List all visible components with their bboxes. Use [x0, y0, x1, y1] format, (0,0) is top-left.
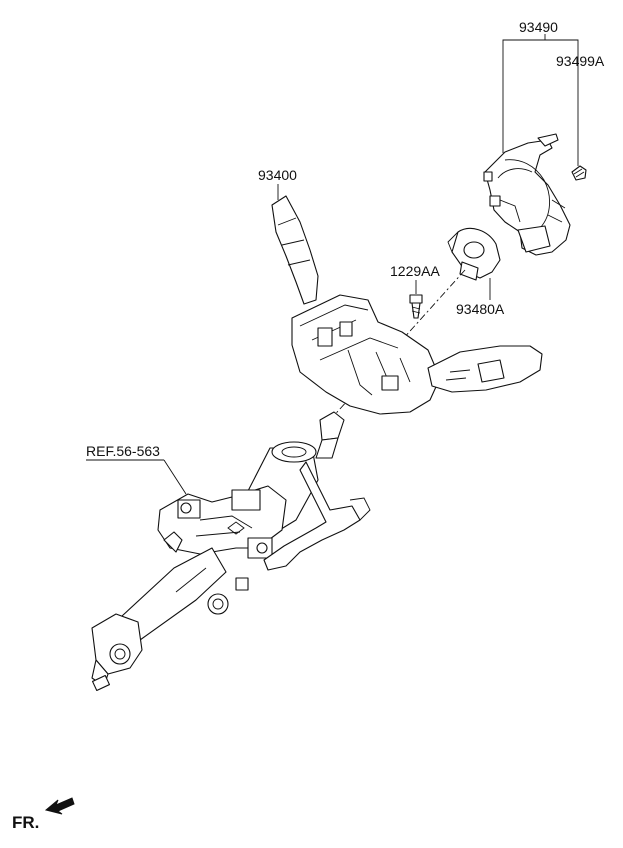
- label-ref-56-563[interactable]: REF.56-563: [86, 443, 160, 459]
- clock-spring-93490[interactable]: [483, 133, 571, 256]
- label-93490: 93490: [519, 19, 558, 35]
- label-1229AA: 1229AA: [390, 263, 440, 279]
- bolt-1229AA[interactable]: [409, 294, 423, 319]
- arrow-icon: [44, 797, 75, 815]
- leader-93490: [502, 39, 579, 166]
- front-label: FR.: [12, 813, 39, 832]
- ring-93480A[interactable]: [447, 227, 501, 281]
- screw-93499A[interactable]: [571, 165, 587, 181]
- steering-column[interactable]: [91, 411, 371, 692]
- label-93400: 93400: [258, 167, 297, 183]
- multifunction-switch-93400[interactable]: [271, 195, 543, 415]
- ref-leader: [163, 459, 187, 495]
- label-93499A: 93499A: [556, 53, 605, 69]
- label-93480A: 93480A: [456, 301, 505, 317]
